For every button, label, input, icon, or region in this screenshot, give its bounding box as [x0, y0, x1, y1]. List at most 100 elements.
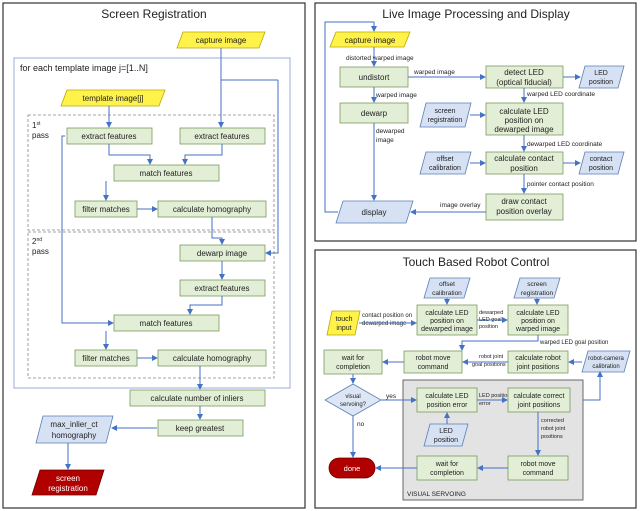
touch-robot-joint-2: goal positions [472, 362, 506, 368]
panel-title-touch: Touch Based Robot Control [403, 255, 550, 269]
live-screen-reg-2: registration [428, 117, 463, 124]
sr-keep-greatest-label: keep greatest [176, 424, 225, 433]
vs-label: VISUAL SERVOING [407, 491, 466, 498]
live-distorted-label: distorted warped image [346, 55, 414, 62]
touch-robot-camera-calibration [581, 350, 631, 373]
touch-contact-on-1: contact position on [362, 313, 412, 319]
touch-robot-move-b1: robot move [520, 461, 555, 468]
touch-wait-completion-1 [323, 349, 383, 375]
sr-match-features-2-label: match features [140, 319, 193, 328]
panel-title-live: Live Image Processing and Display [382, 7, 569, 21]
touch-robot-move-1-label: robot move [415, 355, 450, 362]
live-dewarped-1: dewarped [376, 128, 405, 135]
touch-calc-correct-joint [507, 387, 571, 413]
sr-match-features-1 [113, 164, 220, 182]
touch-calc-led-a3: dewarped image [421, 326, 473, 333]
touch-calc-robot-1: calculate robot [515, 355, 561, 362]
sr-capture-image [176, 31, 266, 49]
touch-corrected-2: robot joint [541, 426, 566, 432]
sr-filter-matches-2-label: filter matches [82, 354, 130, 363]
sr-template-image [60, 89, 166, 107]
template-loop-frame [13, 57, 291, 389]
touch-control-panel: Touch Based Robot Control VISUAL SERVOIN… [314, 249, 637, 509]
touch-calc-correct-1: calculate correct [514, 393, 565, 400]
live-capture-image [329, 31, 411, 48]
touch-screen-reg-1: screen [527, 281, 547, 288]
live-image-overlay: image overlay [440, 202, 481, 209]
live-processing-panel: Live Image Processing and Display captur… [314, 2, 637, 242]
touch-wait-b1: wait for [435, 461, 459, 468]
touch-wait-1: wait for [341, 355, 365, 362]
live-dewarped-led-coord: dewarped LED coordinate [527, 141, 603, 148]
live-display-label: display [362, 208, 387, 217]
live-calc-led-2: position on [505, 116, 544, 125]
live-led-position-2: position [589, 79, 613, 86]
live-screen-reg-1: screen [434, 108, 455, 115]
touch-robot-joint-1: robot joint [479, 354, 504, 360]
touch-calc-led-a2: position on [430, 318, 464, 325]
sr-max-inlier-label-1: max_inlier_ct [50, 420, 98, 429]
live-detect-led-label-1: detect LED [504, 68, 544, 77]
live-warped-image-2: warped image [375, 92, 417, 99]
sr-max-inlier-data [35, 415, 114, 444]
sr-screen-registration-output [31, 469, 105, 496]
touch-screen-reg-2: registration [521, 290, 554, 297]
touch-offset-calibration [423, 277, 471, 299]
sr-capture-image-label: capture image [196, 36, 247, 45]
live-screen-registration [419, 102, 472, 128]
first-pass-label: 1st [32, 121, 41, 130]
live-offset-2: calibration [429, 165, 461, 172]
first-pass-word: pass [32, 131, 49, 140]
loop-label: for each template image j=[1..N] [20, 63, 148, 73]
touch-led-position [423, 423, 469, 447]
sr-max-inlier-label-2: homography [52, 431, 96, 440]
live-led-position [578, 65, 625, 89]
panel-title-screen-registration: Screen Registration [101, 7, 206, 21]
second-pass-word: pass [32, 247, 49, 256]
sr-calc-homography-2 [157, 349, 267, 367]
touch-vs-q-1: visual [345, 394, 360, 400]
live-calc-led-3: dewarped image [494, 125, 554, 134]
sr-extract-features-3-label: extract features [194, 284, 249, 293]
live-detect-led-label-2: (optical fiducial) [496, 78, 552, 87]
live-contact-position [578, 151, 625, 175]
touch-input [326, 310, 361, 336]
live-calc-led-1: calculate LED [499, 107, 549, 116]
sr-match-features-2 [113, 314, 220, 332]
touch-led-pos-1: LED [439, 428, 453, 435]
live-draw-contact [485, 193, 564, 221]
first-pass-frame [27, 114, 275, 231]
touch-led-pos-2: position [434, 437, 458, 444]
live-led-position-1: LED [594, 70, 608, 77]
sr-calc-homography-2-label: calculate homography [173, 354, 251, 363]
touch-robot-cam-2: calibration [592, 364, 619, 370]
second-pass-label: 2nd [32, 237, 42, 246]
second-pass-frame [27, 231, 275, 379]
sr-screen-reg-label-1: screen [56, 474, 80, 483]
live-offset-1: offset [437, 156, 454, 163]
live-pointer-contact: pointer contact position [527, 181, 594, 188]
touch-calc-robot-2: joint positions [516, 364, 560, 371]
touch-calc-led-a1: calculate LED [425, 310, 468, 317]
touch-screen-registration [513, 277, 561, 299]
sr-calc-inliers [129, 389, 266, 407]
touch-corrected-3: positions [541, 434, 563, 440]
sr-keep-greatest [157, 419, 244, 437]
touch-warped-led-goal: warped LED goal position [539, 340, 608, 346]
live-draw-contact-2: position overlay [496, 207, 552, 216]
touch-corrected-1: corrected [541, 418, 564, 424]
live-capture-image-label: capture image [345, 36, 396, 45]
live-dewarped-2: image [376, 137, 394, 144]
touch-input-1: touch [335, 316, 352, 323]
live-calc-led [485, 102, 564, 136]
touch-robot-move-2-label: command [418, 364, 449, 371]
touch-input-2: input [336, 325, 351, 332]
live-draw-contact-1: draw contact [501, 197, 547, 206]
screen-registration-panel: Screen Registration for each template im… [2, 2, 306, 509]
touch-vs-q-2: servoing? [340, 402, 367, 408]
touch-contact-on-2: dewarped image [362, 321, 407, 327]
live-calc-contact-2: position [510, 164, 538, 173]
live-contact-pos-1: contact [590, 156, 613, 163]
sr-screen-reg-label-2: registration [48, 484, 88, 493]
